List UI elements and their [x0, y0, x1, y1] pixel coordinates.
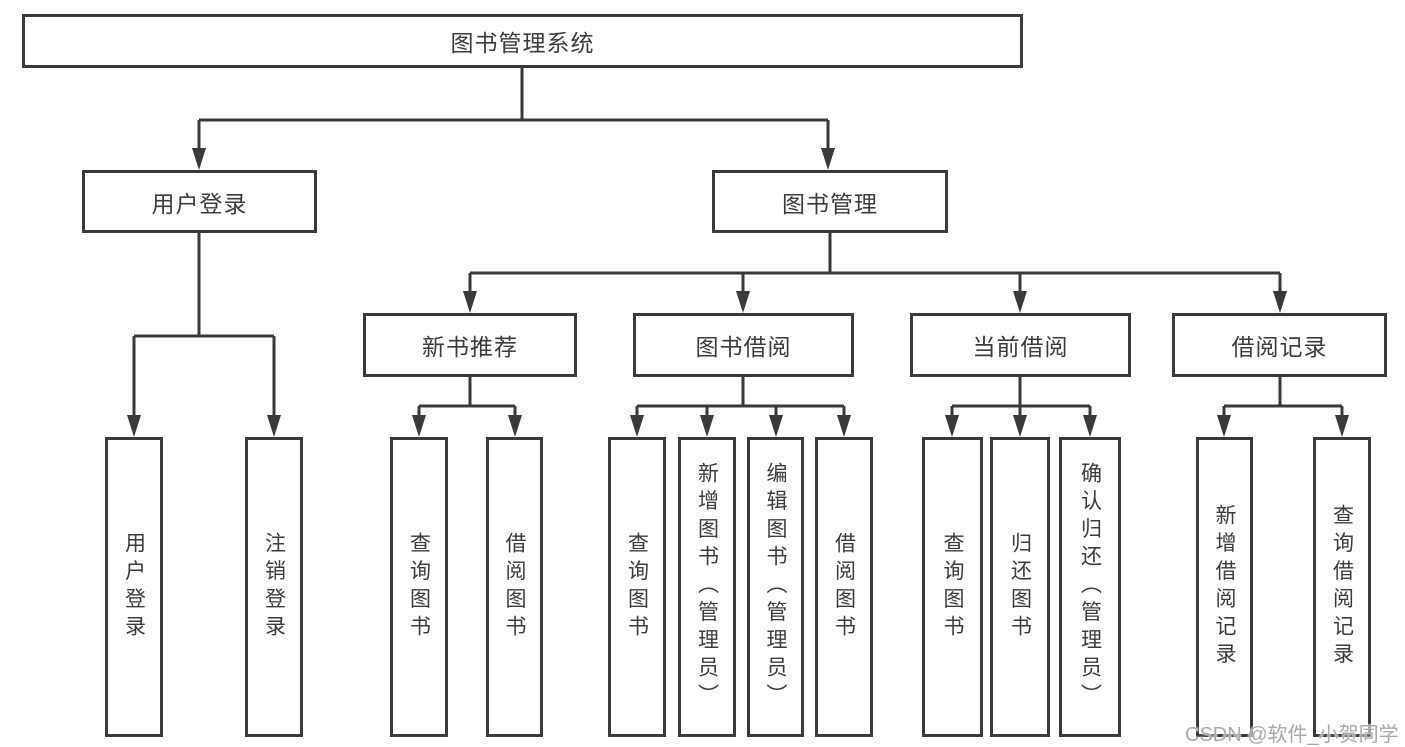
node-user-login-label: 用户登录: [151, 190, 248, 217]
leaf-query-book-1: 查询图书: [390, 437, 448, 737]
watermark: CSDN @软件_小贺同学: [1185, 724, 1399, 746]
leaf-return-book-label: 归还图书: [1008, 531, 1032, 643]
node-book-management-label: 图书管理: [782, 190, 878, 217]
leaf-confirm-return-admin: 确认归还（管理员）: [1059, 437, 1121, 737]
leaf-query-book-3-label: 查询图书: [941, 531, 964, 643]
node-book-borrow: 图书借阅: [633, 313, 854, 377]
node-book-management: 图书管理: [712, 170, 948, 233]
leaf-edit-book-admin-label: 编辑图书（管理员）: [764, 462, 787, 712]
leaf-add-book-admin-label: 新增图书（管理员）: [695, 462, 719, 712]
leaf-borrow-book-2: 借阅图书: [815, 437, 873, 737]
leaf-query-book-2: 查询图书: [608, 437, 666, 737]
leaf-borrow-book-2-label: 借阅图书: [832, 531, 856, 643]
leaf-query-book-1-label: 查询图书: [407, 531, 431, 643]
leaf-borrow-book-1: 借阅图书: [486, 437, 543, 737]
node-root: 图书管理系统: [22, 14, 1023, 68]
leaf-return-book: 归还图书: [990, 437, 1050, 737]
leaf-query-book-3: 查询图书: [922, 437, 983, 737]
leaf-add-borrow-record-label: 新增借阅记录: [1213, 503, 1236, 671]
node-current-borrow: 当前借阅: [910, 313, 1131, 377]
leaf-borrow-book-1-label: 借阅图书: [503, 531, 526, 643]
node-root-label: 图书管理系统: [450, 30, 595, 56]
leaf-query-book-2-label: 查询图书: [625, 531, 649, 643]
node-borrow-records-label: 借阅记录: [1231, 334, 1328, 360]
node-new-book-recommend-label: 新书推荐: [422, 334, 518, 360]
node-book-borrow-label: 图书借阅: [695, 334, 792, 360]
leaf-logout-label: 注销登录: [262, 531, 286, 643]
node-user-login: 用户登录: [82, 170, 317, 233]
leaf-add-book-admin: 新增图书（管理员）: [678, 437, 736, 737]
node-new-book-recommend: 新书推荐: [363, 313, 577, 377]
leaf-add-borrow-record: 新增借阅记录: [1196, 437, 1253, 737]
leaf-edit-book-admin: 编辑图书（管理员）: [747, 437, 804, 737]
node-borrow-records: 借阅记录: [1172, 313, 1387, 377]
leaf-query-borrow-record: 查询借阅记录: [1313, 437, 1371, 737]
node-current-borrow-label: 当前借阅: [972, 334, 1069, 360]
leaf-confirm-return-admin-label: 确认归还（管理员）: [1078, 462, 1102, 712]
leaf-user-login-label: 用户登录: [122, 531, 146, 643]
leaf-logout: 注销登录: [245, 437, 303, 737]
leaf-query-borrow-record-label: 查询借阅记录: [1330, 503, 1354, 671]
leaf-user-login: 用户登录: [105, 437, 163, 737]
